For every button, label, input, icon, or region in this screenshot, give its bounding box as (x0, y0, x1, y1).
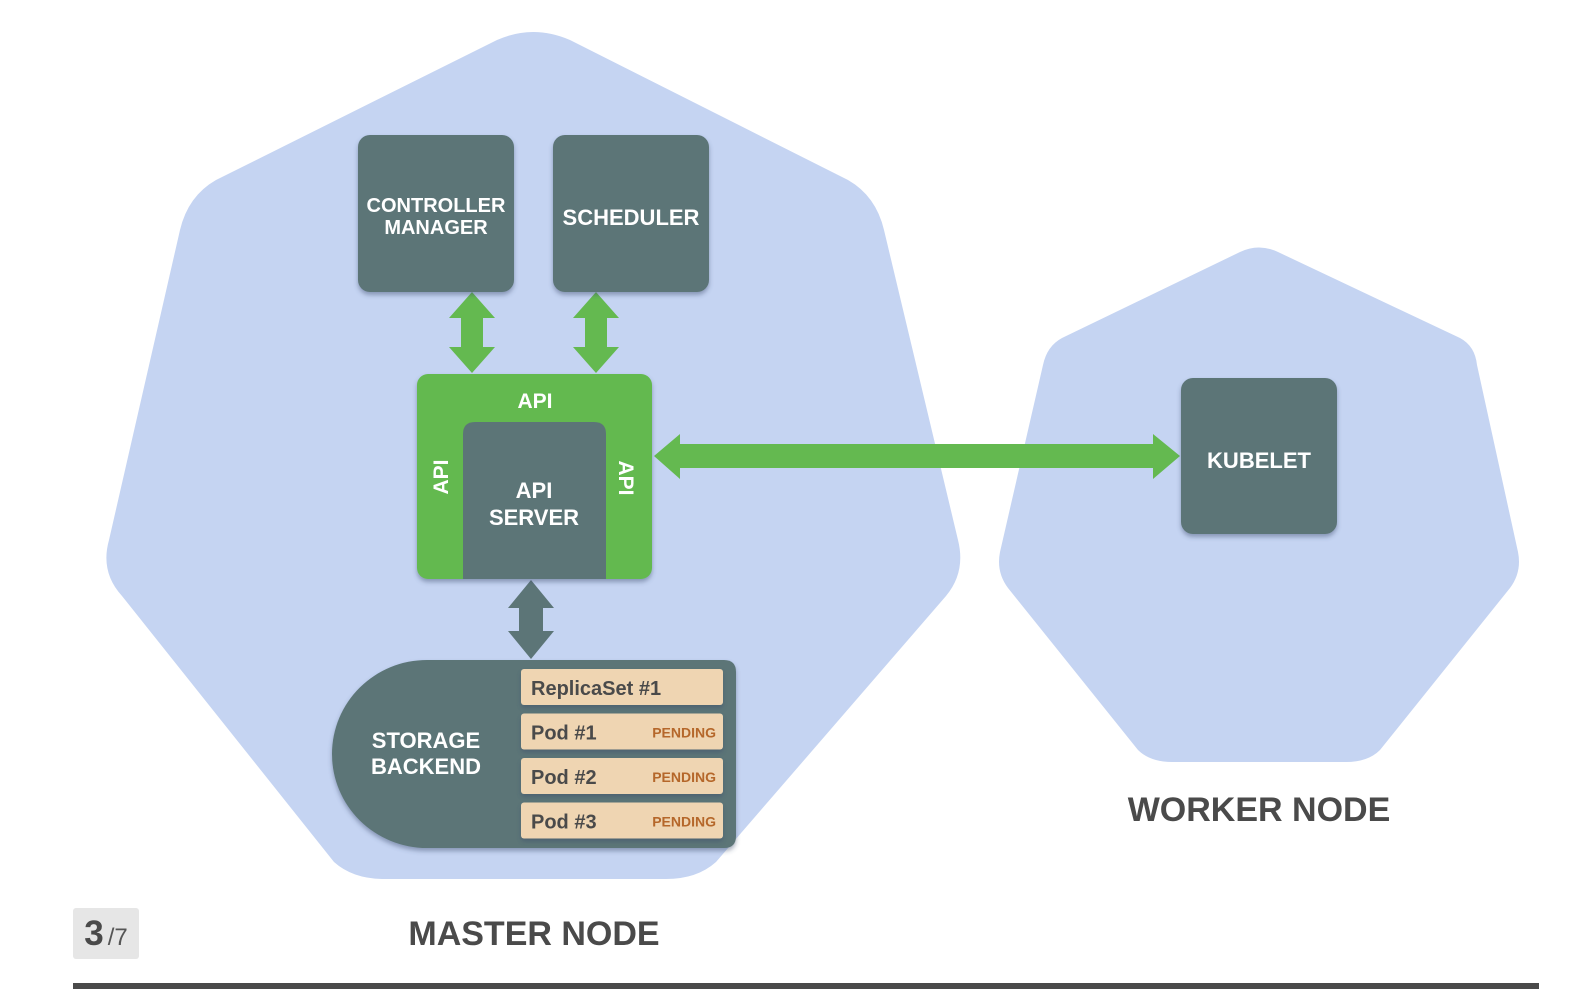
api-label-right: API (614, 460, 637, 495)
api-kubelet-arrow (654, 434, 1180, 479)
bottom-divider (73, 983, 1539, 989)
controller-manager-label-line1: CONTROLLER (367, 195, 506, 217)
scheduler-api-arrow (573, 292, 619, 373)
controller-api-arrow (449, 292, 495, 373)
scheduler-label: SCHEDULER (563, 205, 700, 230)
storage-backend-label-line2: BACKEND (371, 754, 481, 779)
api-server-label-line1: API (516, 478, 553, 503)
slide-current-number: 3 (84, 914, 104, 953)
scheduler-box[interactable]: SCHEDULER (553, 135, 709, 292)
storage-record-box (521, 802, 723, 839)
controller-manager-label-line2: MANAGER (384, 217, 488, 239)
storage-backend[interactable]: STORAGE BACKEND ReplicaSet #1 Pod #1 PENDI… (332, 660, 736, 848)
storage-record[interactable]: Pod #2 PENDING (521, 758, 723, 794)
storage-record-name: Pod #2 (531, 767, 597, 789)
storage-record-name: ReplicaSet #1 (531, 678, 661, 700)
storage-record-name: Pod #3 (531, 812, 597, 834)
api-storage-arrow (508, 580, 554, 659)
storage-record-box (521, 758, 723, 794)
storage-record-name: Pod #1 (531, 723, 597, 745)
api-label-top: API (517, 390, 552, 413)
api-server-box[interactable]: API SERVER (463, 422, 606, 579)
storage-backend-label-line1: STORAGE (372, 728, 480, 753)
storage-record[interactable]: Pod #1 PENDING (521, 713, 723, 750)
storage-record[interactable]: Pod #3 PENDING (521, 802, 723, 839)
storage-record-status: PENDING (652, 814, 716, 830)
storage-record-status: PENDING (652, 725, 716, 741)
master-node-label: MASTER NODE (408, 915, 659, 953)
storage-record-status: PENDING (652, 769, 716, 785)
slide-total-count: /7 (107, 924, 128, 951)
storage-record[interactable]: ReplicaSet #1 (521, 669, 723, 705)
slide-counter: 3 /7 (73, 908, 139, 959)
worker-node-label: WORKER NODE (1128, 791, 1391, 829)
controller-manager-box[interactable]: CONTROLLER MANAGER (358, 135, 514, 292)
kubelet-box[interactable]: KUBELET (1181, 378, 1337, 534)
kubelet-label: KUBELET (1207, 448, 1311, 473)
storage-record-box (521, 713, 723, 750)
storage-record-box (521, 669, 723, 705)
api-server-label-line2: SERVER (489, 505, 579, 530)
api-label-left: API (430, 459, 453, 494)
